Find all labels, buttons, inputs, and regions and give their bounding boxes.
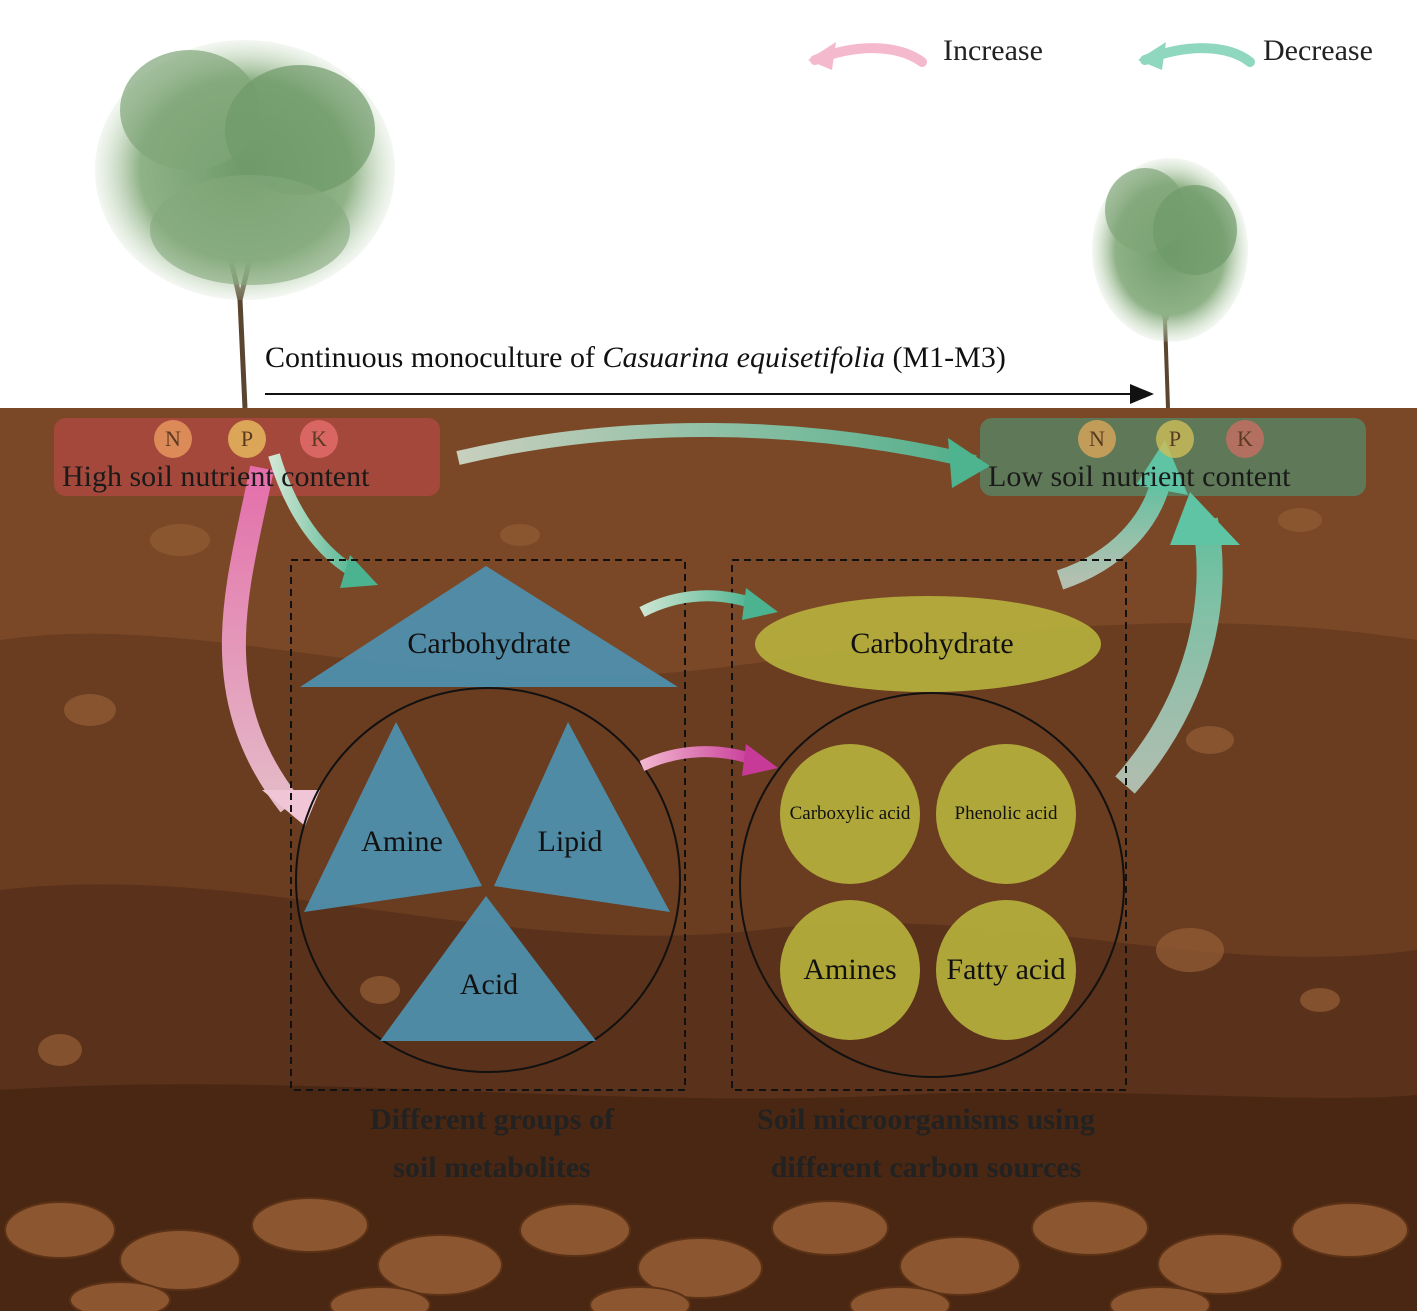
carboxylic-acid-label: Carboxylic acid — [789, 803, 911, 824]
carbohydrate-decrease-arrowhead — [1136, 440, 1188, 495]
carbon-sources-caption-line2: different carbon sources — [770, 1151, 1082, 1184]
metabolites-caption-line2: soil metabolites — [393, 1151, 591, 1184]
carbohydrate-triangle — [300, 566, 678, 687]
metabolites-caption: Different groups of soil metabolites — [370, 1096, 614, 1192]
potassium-badge-low: K — [1226, 420, 1264, 458]
decrease-legend-label: Decrease — [1263, 34, 1373, 67]
carbohydrate-ellipse — [755, 596, 1101, 692]
fatty-acid-label: Fatty acid — [946, 953, 1066, 986]
carbon-sources-box — [731, 559, 1127, 1091]
potassium-badge-high: K — [300, 420, 338, 458]
monoculture-title: Continuous monoculture of Casuarina equi… — [265, 341, 1006, 375]
amines-circle — [780, 900, 920, 1040]
high-nutrient-label: High soil nutrient content — [62, 460, 370, 493]
tree-small-icon — [1092, 158, 1248, 409]
bottom-stones — [4, 1197, 1409, 1311]
p-to-carbohydrate-arrowhead — [340, 555, 378, 588]
amines-label: Amines — [803, 953, 897, 986]
nitrogen-badge-high: N — [154, 420, 192, 458]
metabolite-amine-label: Amine — [361, 825, 443, 858]
title-prefix: Continuous monoculture of — [265, 341, 603, 374]
nutrient-decrease-arrowhead — [948, 438, 990, 488]
carbohydrate-decrease-link-arrowhead — [742, 588, 778, 620]
increase-legend-label: Increase — [943, 34, 1043, 67]
low-nutrient-label: Low soil nutrient content — [988, 460, 1291, 493]
metabolite-circle — [295, 687, 681, 1073]
phosphorus-badge-high: P — [228, 420, 266, 458]
metabolite-acid-label: Acid — [459, 968, 519, 1001]
fatty-acid-circle — [936, 900, 1076, 1040]
carbon-source-decrease-arrow-outer — [1115, 517, 1223, 794]
carbon-carbohydrate-label: Carbohydrate — [850, 627, 1014, 660]
metabolites-box — [290, 559, 686, 1091]
metabolite-increase-link-arrow — [639, 746, 757, 772]
carbon-source-decrease-arrowhead-outer — [1170, 492, 1240, 545]
metabolite-increase-link-arrowhead — [742, 744, 778, 776]
nutrient-increase-arrow — [221, 465, 300, 813]
acid-triangle — [380, 896, 596, 1041]
nutrient-decrease-arrow — [456, 422, 977, 469]
deep-soil-layer — [0, 1084, 1417, 1311]
title-suffix: (M1-M3) — [885, 341, 1006, 374]
title-species: Casuarina equisetifolia — [602, 341, 885, 374]
carbon-sources-caption-line1: Soil microorganisms using — [757, 1103, 1095, 1136]
phosphorus-badge-low: P — [1156, 420, 1194, 458]
soil-stones — [38, 508, 1340, 1066]
decrease-legend-arrowhead — [1138, 42, 1166, 70]
metabolites-caption-line1: Different groups of — [370, 1103, 614, 1136]
metabolite-carbohydrate-label: Carbohydrate — [407, 627, 571, 660]
phenolic-acid-label: Phenolic acid — [954, 803, 1058, 824]
carboxylic-acid-circle — [780, 744, 920, 884]
lipid-triangle — [494, 722, 670, 912]
metabolite-lipid-label: Lipid — [537, 825, 603, 858]
carbon-sources-caption: Soil microorganisms using different carb… — [757, 1096, 1095, 1192]
tree-large-icon — [95, 40, 395, 409]
phenolic-acid-circle — [936, 744, 1076, 884]
carbon-source-circle — [739, 692, 1125, 1078]
nitrogen-badge-low: N — [1078, 420, 1116, 458]
increase-legend-arrowhead — [808, 42, 836, 70]
carbohydrate-decrease-link-arrow — [639, 590, 757, 617]
amine-triangle — [304, 722, 482, 912]
carbohydrate-decrease-arrow — [1056, 481, 1170, 590]
